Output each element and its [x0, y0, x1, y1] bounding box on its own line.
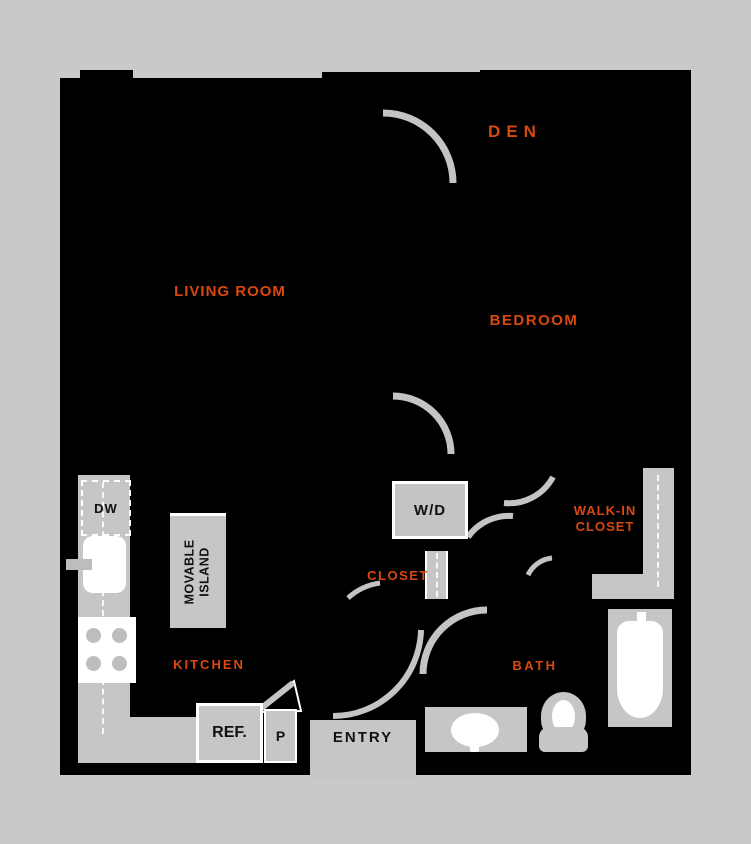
room-label-closet: CLOSET	[356, 568, 440, 584]
bathtub-basin	[617, 621, 663, 718]
stove	[78, 617, 136, 683]
movable-island: MOVABLE ISLAND	[170, 513, 226, 628]
den-text: DEN	[488, 122, 542, 141]
burner-icon	[86, 656, 101, 671]
closet-text: CLOSET	[367, 568, 429, 583]
burner-icon	[112, 656, 127, 671]
entry-label: ENTRY	[310, 729, 416, 746]
plan-top-right	[480, 70, 691, 82]
room-label-bath: BATH	[500, 658, 570, 674]
island-label-line1: MOVABLE	[183, 539, 198, 605]
counter-centerline	[102, 482, 104, 734]
walkin-text-line2: CLOSET	[575, 519, 635, 535]
burner-icon	[86, 628, 101, 643]
refrigerator-label: REF.	[212, 724, 247, 741]
kitchen-text: KITCHEN	[173, 657, 245, 672]
pantry-label: P	[275, 728, 286, 744]
movable-island-label: MOVABLE ISLAND	[183, 539, 213, 604]
bath-text: BATH	[512, 658, 558, 673]
room-label-bedroom: BEDROOM	[479, 312, 589, 331]
dishwasher-box: DW	[81, 480, 131, 536]
room-label-den: DEN	[478, 121, 552, 142]
bathtub-faucet	[637, 612, 646, 625]
plan-top-tab	[80, 70, 133, 82]
room-label-walkin-closet: WALK-IN CLOSET	[565, 503, 645, 536]
bedroom-text: BEDROOM	[489, 312, 579, 329]
plan-top-mid	[322, 72, 482, 82]
washer-dryer-label: W/D	[413, 501, 447, 519]
kitchen-faucet	[66, 559, 92, 570]
room-label-living: LIVING ROOM	[160, 283, 300, 302]
toilet-tank	[539, 727, 588, 752]
walkin-rod-line	[657, 475, 659, 587]
toilet-seat-opening	[552, 700, 575, 733]
walkin-text-line1: WALK-IN	[573, 503, 637, 518]
closet-door-centerline	[436, 553, 438, 597]
kitchen-counter-bottom	[130, 717, 196, 763]
dishwasher-label: DW	[94, 500, 118, 516]
closet-door-panel	[425, 551, 448, 599]
refrigerator-box: REF.	[196, 703, 263, 763]
walkin-shelf-bottom	[592, 574, 674, 599]
entry-text: ENTRY	[332, 729, 394, 746]
washer-dryer-box: W/D	[392, 481, 468, 539]
burner-icon	[112, 628, 127, 643]
room-label-kitchen: KITCHEN	[165, 657, 253, 673]
plan-body	[60, 78, 691, 775]
pantry-box: P	[264, 709, 297, 763]
island-label-line2: ISLAND	[198, 547, 213, 597]
vanity-faucet	[470, 736, 479, 752]
entry-slab: ENTRY	[310, 720, 416, 778]
living-text: LIVING ROOM	[174, 283, 286, 300]
